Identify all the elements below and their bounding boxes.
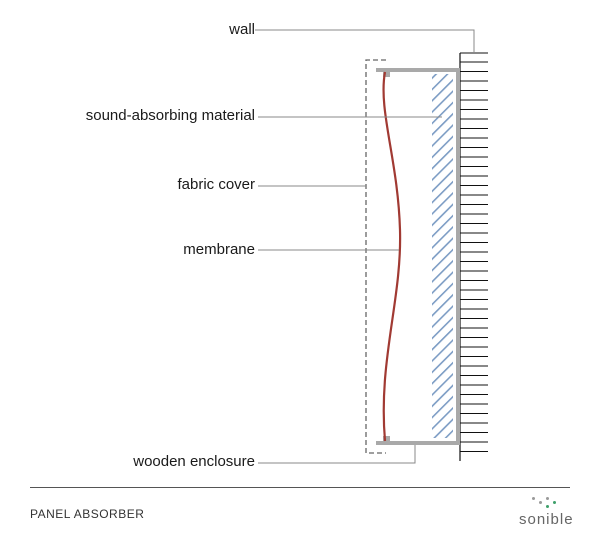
label-wooden-enclosure: wooden enclosure: [133, 453, 255, 470]
label-fabric-cover: fabric cover: [177, 176, 255, 193]
label-sound-absorbing-material: sound-absorbing material: [85, 107, 255, 124]
footer-title: PANEL ABSORBER: [30, 507, 145, 521]
sonible-logo: sonible: [519, 511, 574, 528]
label-membrane: membrane: [183, 241, 255, 258]
wall: [459, 52, 488, 461]
footer-divider: [30, 487, 570, 488]
leader-line-wooden-enclosure: [258, 445, 416, 464]
logo-dots-icon: [532, 497, 562, 509]
membrane: [382, 71, 402, 442]
leader-line-wall: [255, 29, 475, 53]
wooden-enclosure: [376, 68, 460, 445]
fabric-cover: [365, 59, 386, 454]
wall-hatch-lines: [460, 61, 488, 452]
label-wall: wall: [229, 21, 255, 38]
sound-absorbing-material: [432, 74, 453, 438]
